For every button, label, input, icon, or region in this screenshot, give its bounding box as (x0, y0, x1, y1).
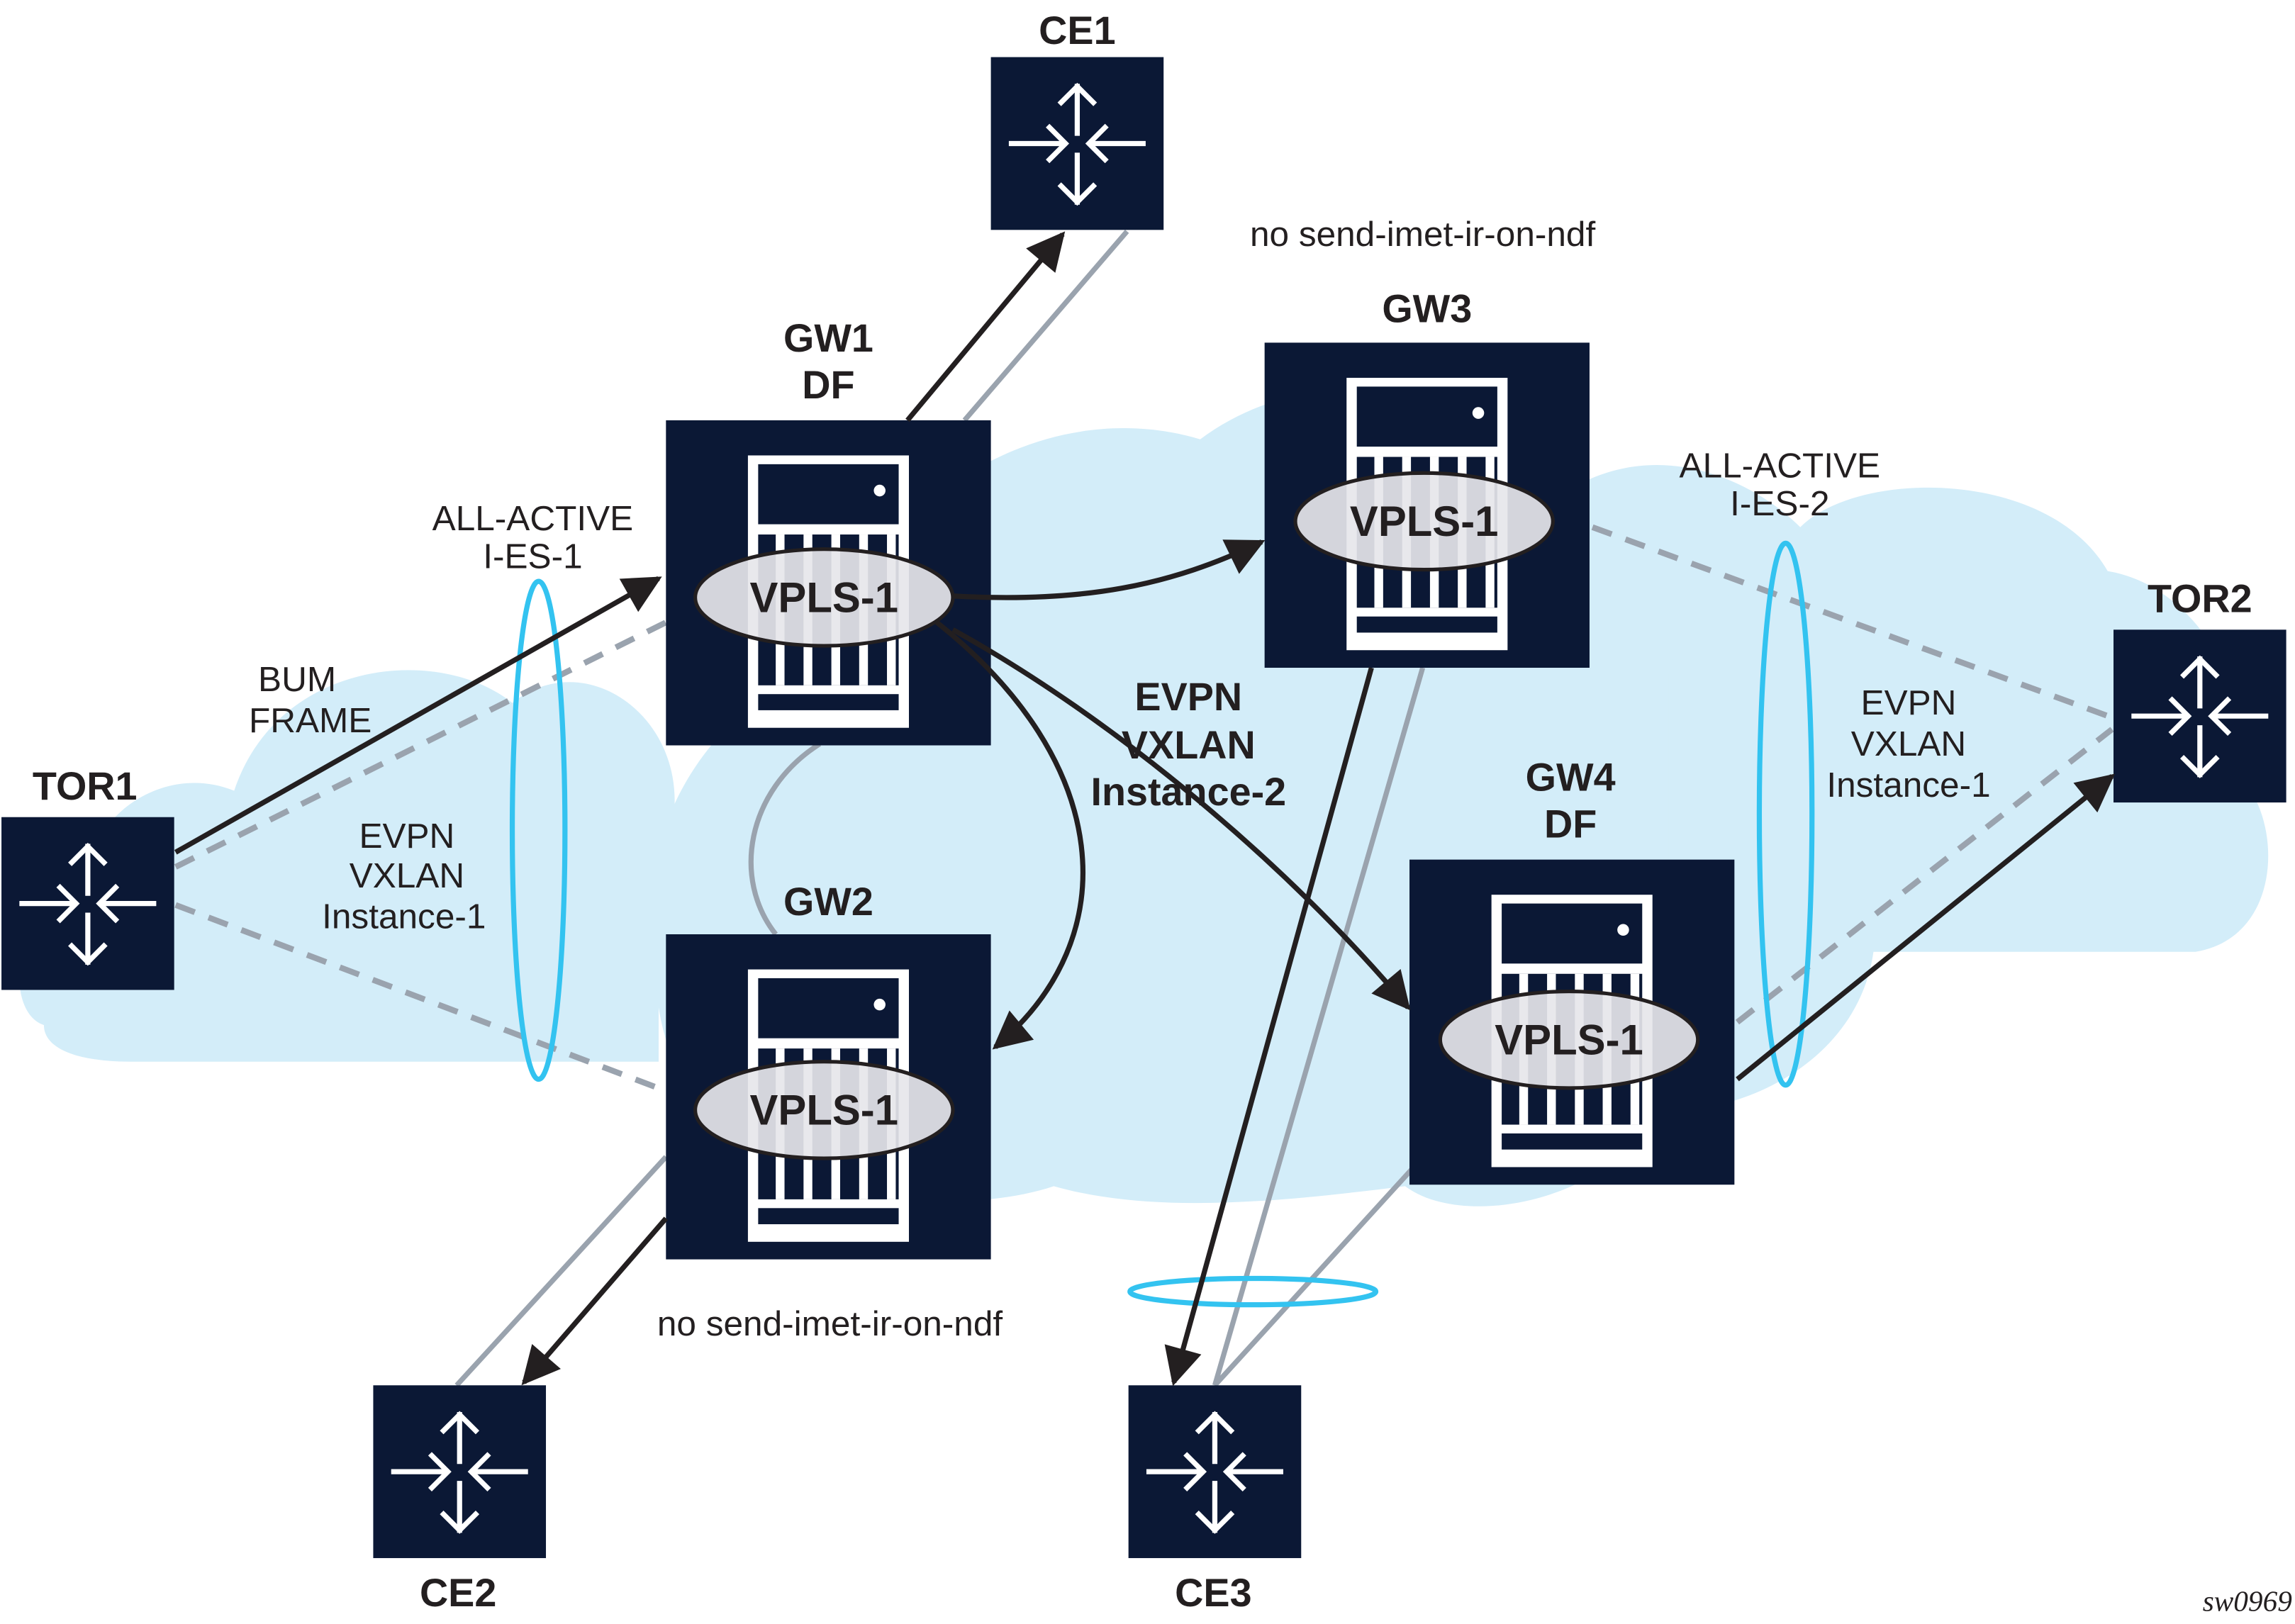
router-icon (373, 1385, 546, 1558)
node-label: GW3 (1382, 286, 1472, 330)
es1-label: ALL-ACTIVE (432, 498, 634, 538)
vpls-label: VPLS-1 (749, 573, 898, 621)
node-label: GW1 (783, 316, 873, 360)
node-label: GW4 (1526, 756, 1616, 800)
router-icon (2113, 629, 2286, 802)
node-tor2[interactable]: TOR2 (2113, 576, 2286, 802)
node-gw1[interactable]: GW1 DF VPLS-1 (666, 316, 991, 746)
instance1-right-label: Instance-1 (1826, 765, 1990, 805)
instance1-left-label: EVPN (359, 816, 454, 856)
node-label: CE1 (1039, 9, 1115, 52)
node-ce3[interactable]: CE3 (1129, 1385, 1302, 1615)
df-label: DF (1544, 802, 1597, 846)
bum-frame-label: BUM (258, 659, 336, 699)
ce3-lag-ring (1127, 1275, 1379, 1308)
instance2-label: Instance-2 (1090, 770, 1286, 814)
no-send-imet-label-bottom: no send-imet-ir-on-ndf (657, 1304, 1003, 1343)
instance1-left-label: Instance-1 (322, 897, 486, 936)
instance2-label: VXLAN (1122, 723, 1256, 767)
node-label: GW2 (783, 880, 873, 924)
vpls-badge (1293, 471, 1555, 572)
arrow-tor1-gw1 (174, 576, 662, 855)
node-label: TOR2 (2148, 576, 2252, 620)
node-label: TOR1 (33, 764, 138, 808)
node-gw2[interactable]: GW2 VPLS-1 (666, 880, 991, 1260)
access-links (454, 230, 1426, 1387)
node-label: CE2 (420, 1571, 496, 1615)
instance1-left-label: VXLAN (350, 856, 464, 895)
vpls-label: VPLS-1 (1350, 498, 1499, 545)
df-label: DF (802, 363, 854, 407)
figure-id: sw0969 (2203, 1584, 2292, 1617)
bum-frame-label: FRAME (249, 700, 372, 740)
es1-label: I-ES-1 (483, 537, 582, 576)
router-icon (1, 817, 174, 990)
es-rings (509, 540, 1815, 1308)
es1-ring (509, 578, 568, 1082)
bum-flow-arrows (174, 231, 2116, 1387)
arrow-gw1-gw2 (934, 620, 1085, 1050)
node-label: CE3 (1175, 1571, 1251, 1615)
node-tor1[interactable]: TOR1 (1, 764, 174, 990)
arrow-gw4-tor2 (1736, 773, 2116, 1082)
vpls-label: VPLS-1 (1495, 1016, 1643, 1063)
es2-label: ALL-ACTIVE (1680, 445, 1881, 485)
router-icon (1129, 1385, 1302, 1558)
vpls-badge (1438, 989, 1700, 1090)
node-ce1[interactable]: CE1 (991, 9, 1164, 230)
router-icon (991, 57, 1164, 230)
node-gw3[interactable]: GW3 VPLS-1 (1264, 286, 1590, 668)
es2-ring (1756, 540, 1815, 1088)
instance1-right-label: EVPN (1861, 683, 1957, 722)
node-gw4[interactable]: GW4 DF VPLS-1 (1409, 756, 1735, 1185)
vpls-badge (693, 1060, 955, 1160)
arrow-gw1-gw3 (952, 539, 1266, 600)
arrow-gw3-ce3 (1164, 667, 1374, 1387)
arrow-gw1-ce1 (905, 231, 1066, 422)
instance1-right-label: VXLAN (1851, 724, 1966, 763)
es2-label: I-ES-2 (1730, 483, 1829, 523)
evpn-dashed-links (174, 524, 2114, 1094)
node-ce2[interactable]: CE2 (373, 1385, 546, 1615)
instance2-label: EVPN (1134, 675, 1242, 719)
no-send-imet-label-top: no send-imet-ir-on-ndf (1250, 214, 1595, 254)
vpls-label: VPLS-1 (749, 1087, 898, 1134)
arrow-gw1-gw4 (951, 627, 1411, 1011)
arrow-gw2-ce2 (521, 1216, 669, 1386)
